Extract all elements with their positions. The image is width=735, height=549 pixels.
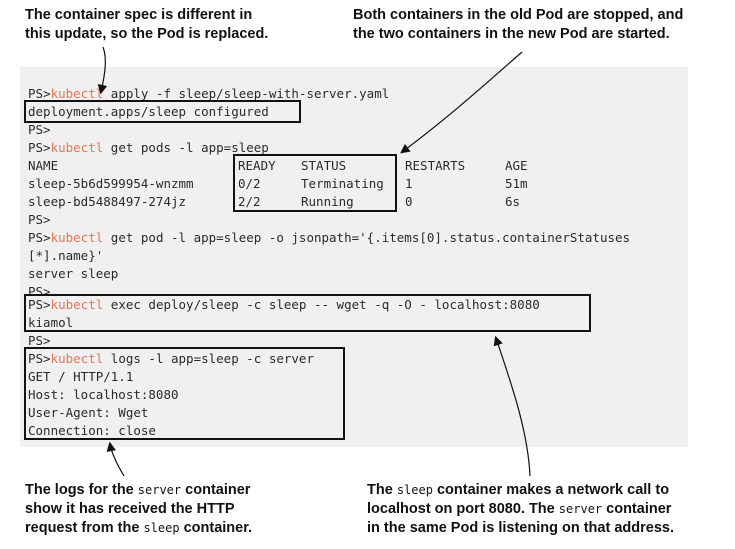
terminal-line-getpod-jsonpath: PS>kubectl get pod -l app=sleep -o jsonp… bbox=[28, 230, 631, 245]
arrow-logs-received bbox=[106, 441, 125, 477]
terminal-line-logs-output: Connection: close bbox=[28, 423, 156, 438]
terminal-line-exec: PS>kubectl exec deploy/sleep -c sleep --… bbox=[28, 297, 540, 312]
terminal-line-getpod-jsonpath-cont: [*].name}' bbox=[28, 248, 104, 263]
terminal-line-prompt: PS> bbox=[28, 122, 51, 137]
pods-row-name: sleep-bd5488497-274jz bbox=[28, 194, 187, 209]
terminal-line-getpods: PS>kubectl get pods -l app=sleep bbox=[28, 140, 269, 155]
terminal-line-apply-output: deployment.apps/sleep configured bbox=[28, 104, 269, 119]
annotation-line: show it has received the HTTP bbox=[25, 501, 235, 517]
pods-row-status: Running bbox=[301, 194, 354, 209]
arrow-network-call bbox=[493, 335, 531, 477]
annotation-containers-stopped: Both containers in the old Pod are stopp… bbox=[353, 6, 683, 44]
highlight-box-logs bbox=[24, 347, 345, 440]
pods-header-restarts: RESTARTS bbox=[405, 158, 466, 173]
arrow-containers-stopped bbox=[400, 51, 523, 154]
pods-row-restarts: 1 bbox=[405, 176, 413, 191]
arrow-container-spec bbox=[97, 46, 108, 95]
pods-row-ready: 0/2 bbox=[238, 176, 261, 191]
terminal-line-exec-output: kiamol bbox=[28, 315, 74, 330]
pods-row-name: sleep-5b6d599954-wnzmm bbox=[28, 176, 194, 191]
terminal-panel bbox=[20, 67, 688, 447]
annotation-line: request from the sleep container. bbox=[25, 520, 253, 536]
annotation-line: Both containers in the old Pod are stopp… bbox=[353, 7, 684, 23]
pods-row-age: 6s bbox=[505, 194, 521, 209]
annotation-line: The container spec is different in bbox=[25, 7, 253, 23]
pods-row-restarts: 0 bbox=[405, 194, 413, 209]
terminal-line-prompt: PS> bbox=[28, 212, 51, 227]
terminal-line-apply: PS>kubectl apply -f sleep/sleep-with-ser… bbox=[28, 86, 390, 101]
terminal-line-getpod-output: server sleep bbox=[28, 266, 119, 281]
terminal-line-logs-output: Host: localhost:8080 bbox=[28, 387, 179, 402]
annotation-container-spec: The container spec is different in this … bbox=[25, 6, 268, 44]
terminal-line-logs-output: User-Agent: Wget bbox=[28, 405, 149, 420]
pods-header-ready: READY bbox=[238, 158, 276, 173]
pods-header-age: AGE bbox=[505, 158, 528, 173]
annotation-logs-received: The logs for the server container show i… bbox=[25, 481, 252, 538]
terminal-line-logs: PS>kubectl logs -l app=sleep -c server bbox=[28, 351, 314, 366]
pods-row-ready: 2/2 bbox=[238, 194, 261, 209]
pods-row-status: Terminating bbox=[301, 176, 384, 191]
pods-row-age: 51m bbox=[505, 176, 528, 191]
pods-header-name: NAME bbox=[28, 158, 59, 173]
annotation-line: The logs for the server container bbox=[25, 482, 251, 498]
annotation-line: localhost on port 8080. The server conta… bbox=[367, 501, 672, 517]
highlight-box-apply-output bbox=[24, 100, 301, 123]
annotation-network-call: The sleep container makes a network call… bbox=[367, 481, 674, 538]
terminal-line-logs-output: GET / HTTP/1.1 bbox=[28, 369, 134, 384]
annotation-line: the two containers in the new Pod are st… bbox=[353, 26, 670, 42]
annotation-line: this update, so the Pod is replaced. bbox=[25, 26, 269, 42]
annotation-line: in the same Pod is listening on that add… bbox=[367, 520, 674, 536]
pods-header-status: STATUS bbox=[301, 158, 347, 173]
highlight-box-exec bbox=[24, 294, 591, 332]
terminal-line-prompt: PS> bbox=[28, 333, 51, 348]
annotation-line: The sleep container makes a network call… bbox=[367, 482, 670, 498]
highlight-box-ready-status bbox=[233, 154, 397, 212]
